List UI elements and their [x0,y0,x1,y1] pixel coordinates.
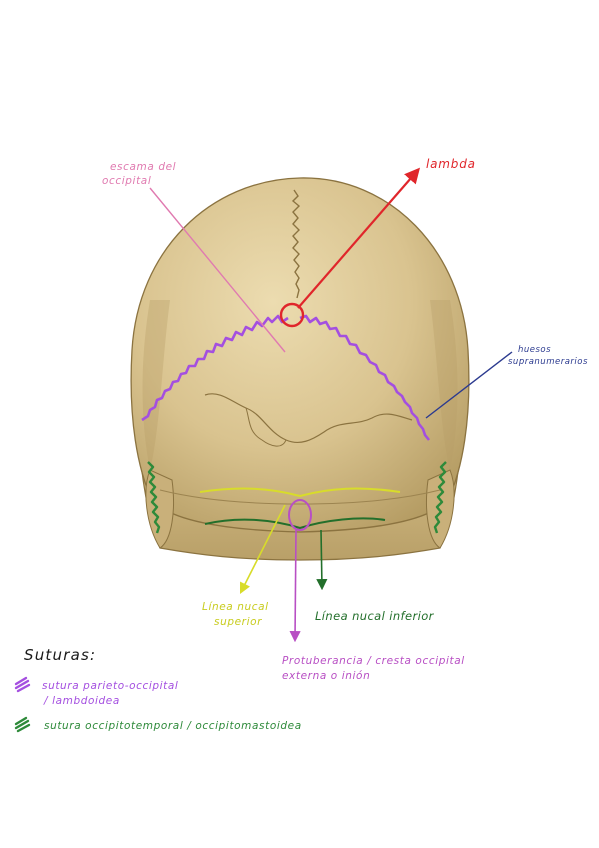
skull-vault [130,177,470,533]
occipitomastoid-suture-right [433,461,447,534]
nucal-superior-arrow [239,504,286,594]
nucal-inferior-label: Línea nucal inferior [315,609,435,623]
legend: Suturas: sutura parieto-occipital / lamb… [14,646,302,733]
right-mastoid [426,469,455,549]
sagittal-suture [291,189,301,299]
lambda-circle [279,302,305,328]
occipitomastoid-suture [147,461,447,534]
legend-item-label: sutura parieto-occipital / lambdoidea [42,680,182,707]
inferior-nuchal-line [204,517,386,530]
legend-item-lambdoid: sutura parieto-occipital / lambdoidea [14,676,182,707]
lambdoid-suture-left [141,314,289,422]
lambda-arrow [297,167,421,309]
purple-scribble-icon [14,676,31,693]
occipitomastoid-suture-left [147,461,161,534]
legend-item-occipitomastoid: sutura occipitotemporal / occipitomastoi… [14,716,302,733]
escama-leader-line [149,187,286,353]
protuberancia-label: Protuberancia / cresta occipital externa… [282,655,469,682]
huesos-leader-line [425,351,513,419]
lambdoid-suture [141,314,431,441]
huesos-label: huesos supranumerarios [508,345,588,367]
superior-nuchal-line [199,487,401,498]
legend-item-label: sutura occipitotemporal / occipitomastoi… [44,720,302,732]
escama-label: escama del occipital [102,161,180,187]
legend-title: Suturas: [24,646,96,664]
protuberancia-arrow [289,529,301,643]
nucal-inferior-arrow [316,529,328,591]
lambda-label: lambda [426,157,476,171]
skull [130,177,470,561]
inion-circle [288,499,312,531]
green-scribble-icon [14,716,31,733]
lambdoid-suture-right [299,314,431,441]
nucal-superior-label: Línea nucal superior [202,601,273,628]
